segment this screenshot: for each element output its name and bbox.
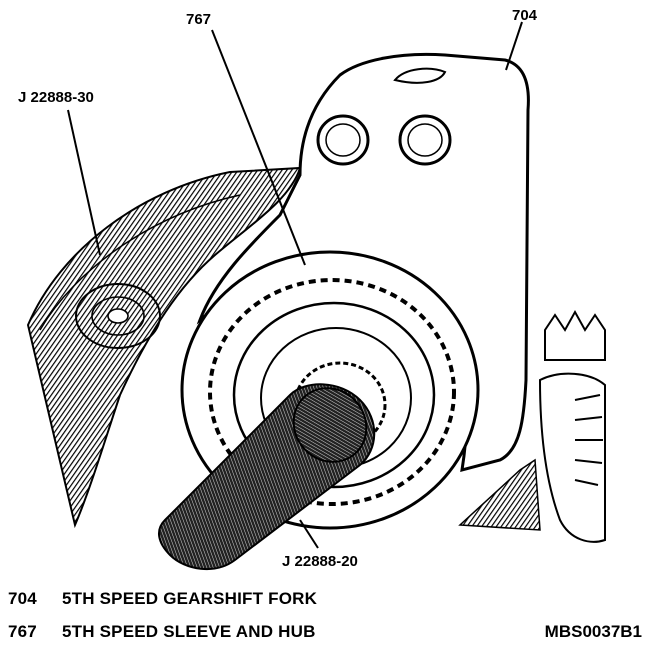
legend-number: 767 — [8, 622, 37, 641]
leader-lines — [67, 21, 523, 549]
figure-code: MBS0037B1 — [544, 622, 642, 641]
callout-704: 704 — [512, 7, 538, 24]
legend-description: 5TH SPEED GEARSHIFT FORK — [62, 589, 318, 608]
legend-description: 5TH SPEED SLEEVE AND HUB — [62, 622, 316, 641]
callout-j22888-30: J 22888-30 — [18, 89, 94, 106]
callout-767: 767 — [186, 11, 211, 28]
puller-tool-j22888-30 — [26, 166, 302, 529]
legend-number: 704 — [8, 589, 37, 608]
gear-teeth — [538, 309, 606, 543]
callout-j22888-20: J 22888-20 — [282, 553, 358, 570]
puller-rod-j22888-20 — [158, 383, 376, 571]
